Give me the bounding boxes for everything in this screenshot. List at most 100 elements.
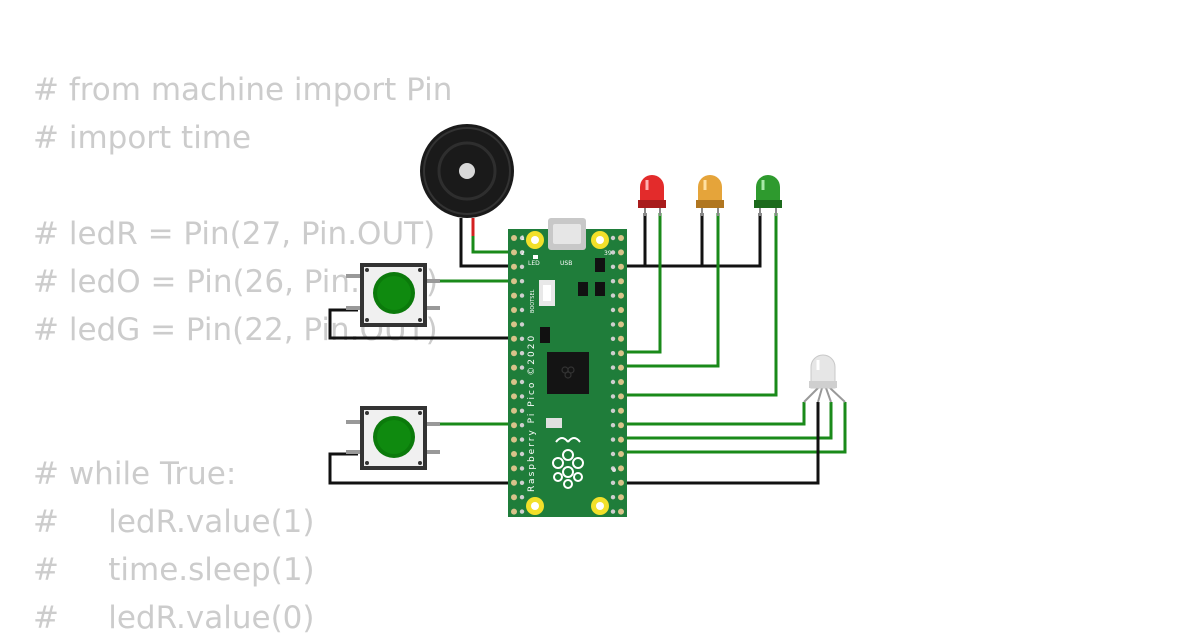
header-pin[interactable] xyxy=(618,307,624,313)
orange-led[interactable] xyxy=(696,175,724,216)
header-pin[interactable] xyxy=(511,307,517,313)
header-pin-pad xyxy=(519,495,525,500)
header-pin[interactable] xyxy=(511,422,517,429)
header-pin-pad xyxy=(519,480,525,485)
header-pin[interactable] xyxy=(618,350,624,357)
header-pin-pad xyxy=(610,293,616,298)
header-pin[interactable] xyxy=(618,451,624,457)
rgb-led[interactable] xyxy=(803,354,846,403)
header-pin[interactable] xyxy=(618,508,624,515)
header-pin[interactable] xyxy=(511,494,517,501)
header-pin-pad xyxy=(519,451,525,457)
header-pin[interactable] xyxy=(511,235,517,241)
header-pin-pad xyxy=(519,322,525,327)
header-pin[interactable] xyxy=(618,235,624,241)
header-pin[interactable] xyxy=(511,249,517,256)
header-pin-pad xyxy=(519,351,525,356)
bootsel-label: BOOTSEL xyxy=(530,289,536,313)
header-pin[interactable] xyxy=(618,393,624,400)
wire-orange-led-signal xyxy=(620,213,720,368)
header-pin-pad xyxy=(519,437,525,442)
header-pin-pad xyxy=(610,495,616,500)
header-pin[interactable] xyxy=(511,292,517,299)
header-pin[interactable] xyxy=(618,263,624,270)
component-chip xyxy=(578,282,588,296)
header-pin-pad xyxy=(610,394,616,399)
push-button-2[interactable] xyxy=(346,406,440,470)
header-pin-pad xyxy=(519,307,525,313)
code-line: # while True: xyxy=(33,456,237,492)
header-pin-pad xyxy=(519,509,525,514)
header-pin[interactable] xyxy=(511,263,517,270)
wire-button2-gnd xyxy=(328,452,516,485)
wire-leds-gnd xyxy=(620,213,762,268)
component-pad xyxy=(546,418,562,428)
pin39-label: 39 xyxy=(604,250,612,257)
header-pin[interactable] xyxy=(618,407,624,414)
header-pin-pad xyxy=(519,365,525,370)
header-pin-pad xyxy=(610,322,616,327)
header-pin[interactable] xyxy=(618,321,624,328)
code-line: # ledR = Pin(27, Pin.OUT) xyxy=(33,216,436,252)
header-pin[interactable] xyxy=(618,335,624,342)
header-pin[interactable] xyxy=(511,350,517,357)
header-pin[interactable] xyxy=(618,479,624,486)
header-pin-pad xyxy=(519,423,525,428)
onboard-led xyxy=(533,255,538,259)
header-pin-pad xyxy=(610,307,616,313)
header-pin[interactable] xyxy=(618,422,624,429)
raspberry-pi-logo-icon xyxy=(552,437,584,489)
usb-label: USB xyxy=(560,260,572,267)
code-line: # time.sleep(1) xyxy=(33,552,315,588)
wire-green-led-signal xyxy=(620,213,778,397)
wire-rgb-green xyxy=(620,402,833,440)
header-pin[interactable] xyxy=(618,379,624,385)
header-pin[interactable] xyxy=(618,465,624,472)
red-led[interactable] xyxy=(638,175,666,216)
header-pin[interactable] xyxy=(618,364,624,371)
wire-button1-gnd xyxy=(328,308,516,340)
header-pin-pad xyxy=(610,451,616,457)
wire-buzzer-gnd xyxy=(459,236,516,268)
header-pin-pad xyxy=(610,423,616,428)
component-chip xyxy=(595,282,605,296)
header-pin-pad xyxy=(519,408,525,413)
header-pin[interactable] xyxy=(511,335,517,342)
header-pin-pad xyxy=(610,408,616,413)
header-pin-pad xyxy=(610,379,616,385)
test-point xyxy=(612,468,616,472)
header-pin-pad xyxy=(610,365,616,370)
pin2-label: 2 xyxy=(521,250,525,257)
header-pin[interactable] xyxy=(511,407,517,414)
led-label: LED xyxy=(528,260,540,267)
header-pin[interactable] xyxy=(511,379,517,385)
header-pin[interactable] xyxy=(511,278,517,285)
raspberry-pi-pico-board[interactable]: 1 2 39 LED USB BOOTSEL Raspberry Pi Pico… xyxy=(508,218,627,517)
component-chip xyxy=(540,327,550,343)
header-pin[interactable] xyxy=(511,508,517,515)
header-pin[interactable] xyxy=(511,393,517,400)
header-pin[interactable] xyxy=(618,494,624,501)
header-pin[interactable] xyxy=(618,278,624,285)
raspberry-logo-small xyxy=(561,366,575,379)
left-pin-header xyxy=(511,235,525,515)
green-led[interactable] xyxy=(754,175,782,216)
push-button-1[interactable] xyxy=(346,263,440,327)
header-pin[interactable] xyxy=(511,436,517,443)
header-pin-pad xyxy=(610,509,616,514)
header-pin[interactable] xyxy=(511,465,517,472)
header-pin-pad xyxy=(610,235,616,241)
header-pin[interactable] xyxy=(511,321,517,328)
buzzer[interactable] xyxy=(420,124,514,238)
header-pin[interactable] xyxy=(618,436,624,443)
header-pin-pad xyxy=(610,279,616,284)
header-pin[interactable] xyxy=(618,292,624,299)
header-pin[interactable] xyxy=(618,249,624,256)
header-pin-pad xyxy=(519,293,525,298)
wire-red-led-signal xyxy=(620,213,662,354)
header-pin[interactable] xyxy=(511,364,517,371)
header-pin[interactable] xyxy=(511,479,517,486)
header-pin[interactable] xyxy=(511,451,517,457)
component-chip xyxy=(595,258,605,272)
header-pin-pad xyxy=(519,264,525,269)
